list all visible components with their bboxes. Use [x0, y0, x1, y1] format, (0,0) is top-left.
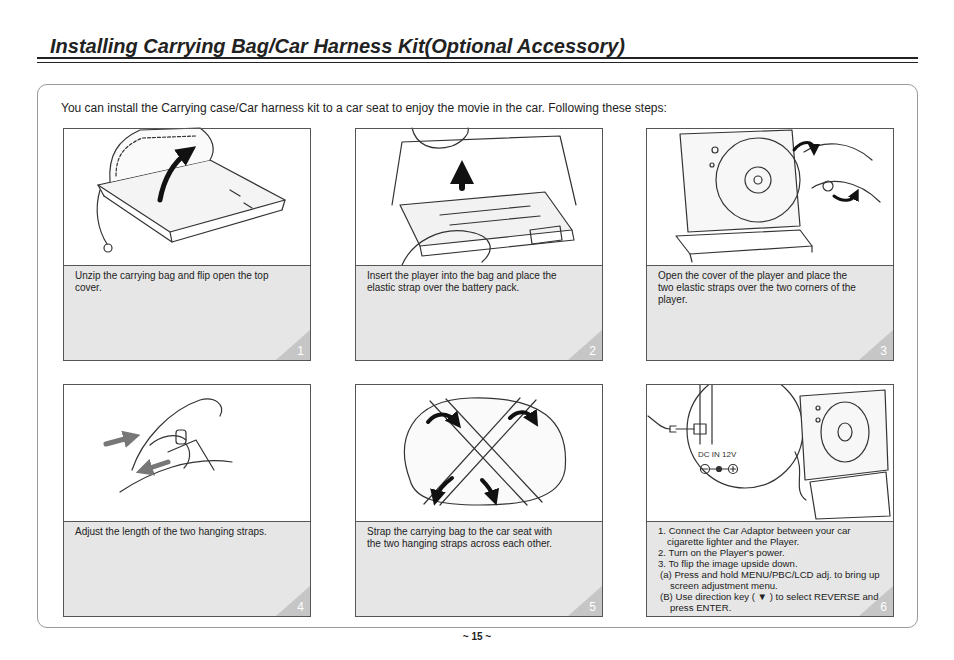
caption-area: Strap the carrying bag to the car seat w… [356, 521, 602, 616]
step-number: 2 [589, 344, 596, 358]
step-panel: Unzip the carrying bag and flip open the… [63, 128, 311, 361]
title-rule [37, 62, 918, 63]
headrest-illustration [405, 398, 566, 505]
step-caption: 1. Connect the Car Adaptor between your … [658, 526, 886, 548]
step-caption: (a) Press and hold MENU/PBC/LCD adj. to … [658, 570, 886, 592]
corner-tab [276, 586, 310, 616]
page-number: ~ 15 ~ [0, 631, 954, 642]
step-caption: Unzip the carrying bag and flip open the… [75, 270, 275, 294]
step-number: 3 [880, 344, 887, 358]
step-panel: Strap the carrying bag to the car seat w… [355, 384, 603, 617]
corner-tab [568, 330, 602, 360]
intro-text: You can install the Carrying case/Car ha… [61, 101, 897, 115]
polarity-symbol [701, 465, 738, 474]
step-panel: 1. Connect the Car Adaptor between your … [646, 384, 894, 617]
caption-area: Unzip the carrying bag and flip open the… [64, 265, 310, 360]
step-caption: Strap the carrying bag to the car seat w… [367, 526, 567, 550]
adaptor-illustration [648, 384, 890, 519]
corner-tab [276, 330, 310, 360]
content-frame: You can install the Carrying case/Car ha… [37, 84, 918, 628]
step-caption: 3. To flip the image upside down. [658, 559, 886, 570]
page-title: Installing Carrying Bag/Car Harness Kit(… [50, 35, 625, 58]
caption-area: Open the cover of the player and place t… [647, 265, 893, 360]
step-number: 5 [589, 600, 596, 614]
player-insert-illustration [392, 128, 576, 265]
step-panel: Adjust the length of the two hanging str… [63, 384, 311, 617]
corner-tab [859, 330, 893, 360]
caption-area: Insert the player into the bag and place… [356, 265, 602, 360]
caption-area: 1. Connect the Car Adaptor between your … [647, 521, 893, 616]
step-panel: Insert the player into the bag and place… [355, 128, 603, 361]
bag-illustration [97, 128, 285, 252]
title-rule [37, 57, 918, 59]
strap-adjust-illustration [106, 399, 232, 492]
caption-area: Adjust the length of the two hanging str… [64, 521, 310, 616]
step-caption: 2. Turn on the Player's power. [658, 548, 886, 559]
step-number: 1 [297, 344, 304, 358]
step-number: 6 [880, 600, 887, 614]
step-caption: (B) Use direction key ( ▼ ) to select RE… [658, 592, 886, 614]
connector-label: DC IN 12V [698, 450, 736, 459]
player-open-illustration [676, 130, 880, 262]
step-panel: Open the cover of the player and place t… [646, 128, 894, 361]
step-caption: Open the cover of the player and place t… [658, 270, 858, 306]
step-caption: Insert the player into the bag and place… [367, 270, 567, 294]
corner-tab [859, 586, 893, 616]
corner-tab [568, 586, 602, 616]
step-number: 4 [297, 600, 304, 614]
step-caption: Adjust the length of the two hanging str… [75, 526, 275, 538]
